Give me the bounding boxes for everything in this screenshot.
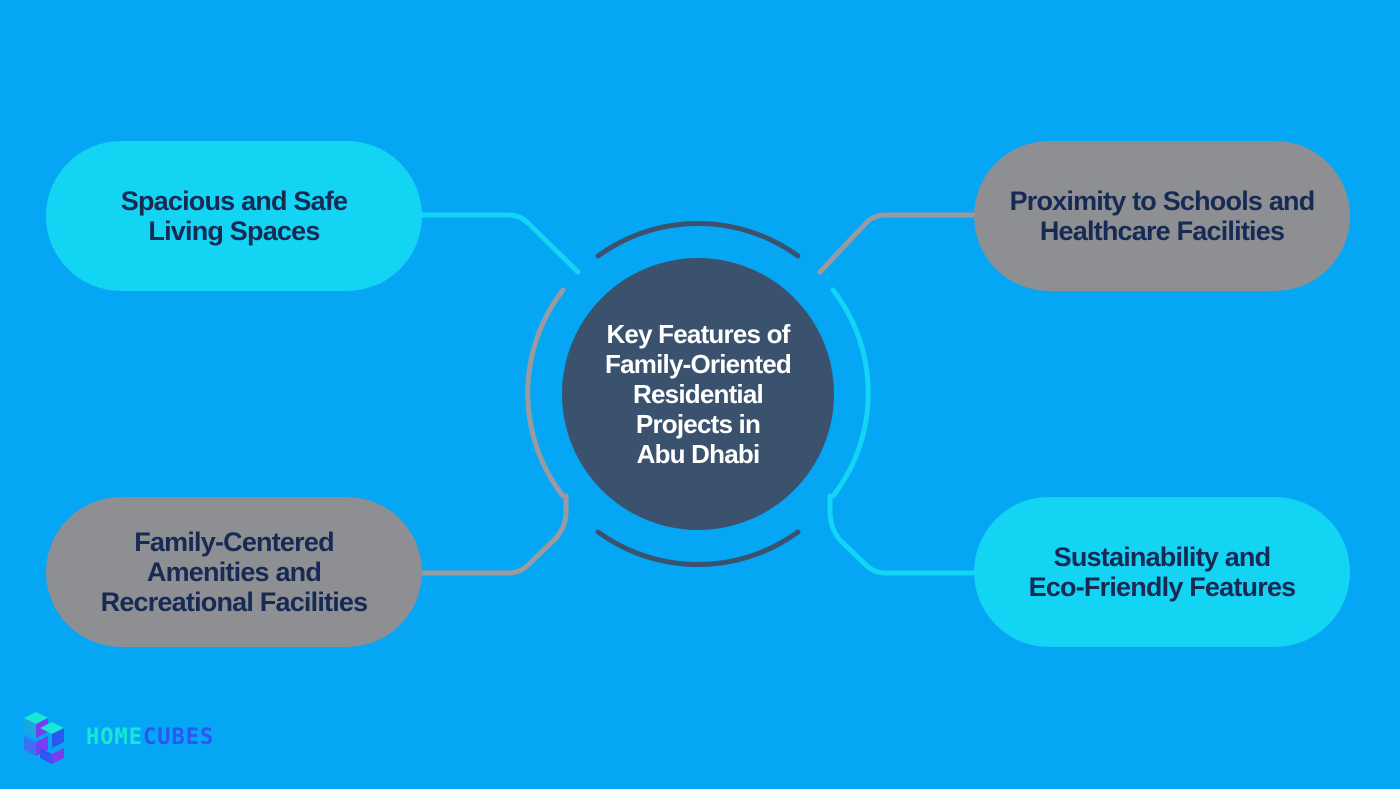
feature-pill-sustainability: Sustainability and Eco-Friendly Features xyxy=(974,497,1350,647)
feature-label: Sustainability and Eco-Friendly Features xyxy=(1028,542,1297,602)
feature-label: Spacious and Safe Living Spaces xyxy=(120,186,348,246)
brand-word-cubes: CUBES xyxy=(142,724,215,750)
connector-top-right xyxy=(817,212,979,275)
central-topic-title: Key Features of Family-Oriented Resident… xyxy=(605,319,792,469)
connector-bottom-left xyxy=(417,493,569,576)
ring-arc-top xyxy=(595,220,801,259)
central-topic-circle: Key Features of Family-Oriented Resident… xyxy=(562,258,834,530)
feature-label: Family-Centered Amenities and Recreation… xyxy=(100,527,369,617)
brand-logo: HOMECUBES xyxy=(22,708,214,766)
connector-bottom-right xyxy=(827,493,979,576)
feature-pill-family-amenities: Family-Centered Amenities and Recreation… xyxy=(46,497,422,647)
cube-logo-icon xyxy=(24,712,64,764)
ring-arc-right xyxy=(830,287,871,499)
feature-label: Proximity to Schools and Healthcare Faci… xyxy=(1009,186,1316,246)
connector-top-left xyxy=(417,212,581,275)
ring-arc-left xyxy=(525,287,566,499)
brand-wordmark: HOMECUBES xyxy=(86,725,214,750)
brand-word-home: HOME xyxy=(86,724,143,750)
ring-arc-bottom xyxy=(595,529,801,568)
feature-pill-proximity-schools: Proximity to Schools and Healthcare Faci… xyxy=(974,141,1350,291)
feature-pill-spacious-living: Spacious and Safe Living Spaces xyxy=(46,141,422,291)
